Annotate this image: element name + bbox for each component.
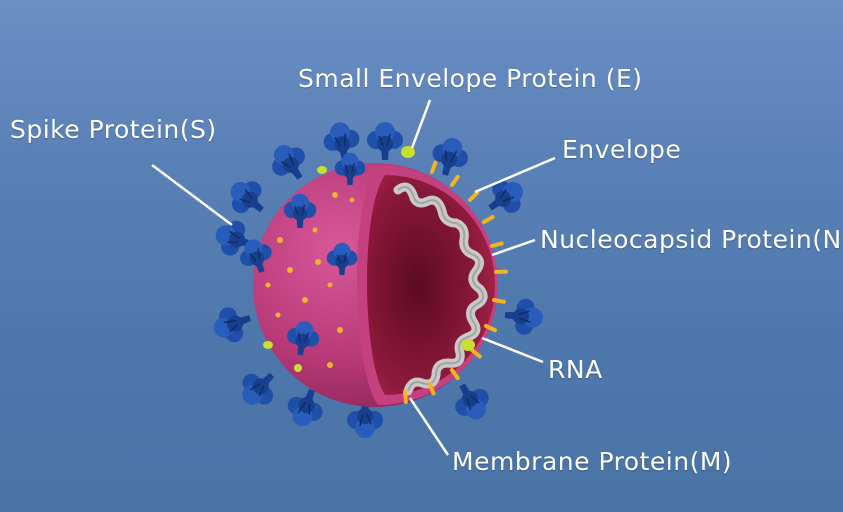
- label-membrane-protein: Membrane Protein(M): [452, 447, 733, 476]
- label-envelope: Envelope: [562, 135, 682, 164]
- label-nucleocapsid-protein: Nucleocapsid Protein(N): [540, 225, 843, 254]
- label-small-envelope-protein: Small Envelope Protein (E): [298, 64, 643, 93]
- leader-lines: [151, 99, 556, 456]
- small-envelope-proteins: [263, 146, 475, 372]
- label-spike-protein: Spike Protein(S): [10, 115, 217, 144]
- label-rna: RNA: [548, 355, 603, 384]
